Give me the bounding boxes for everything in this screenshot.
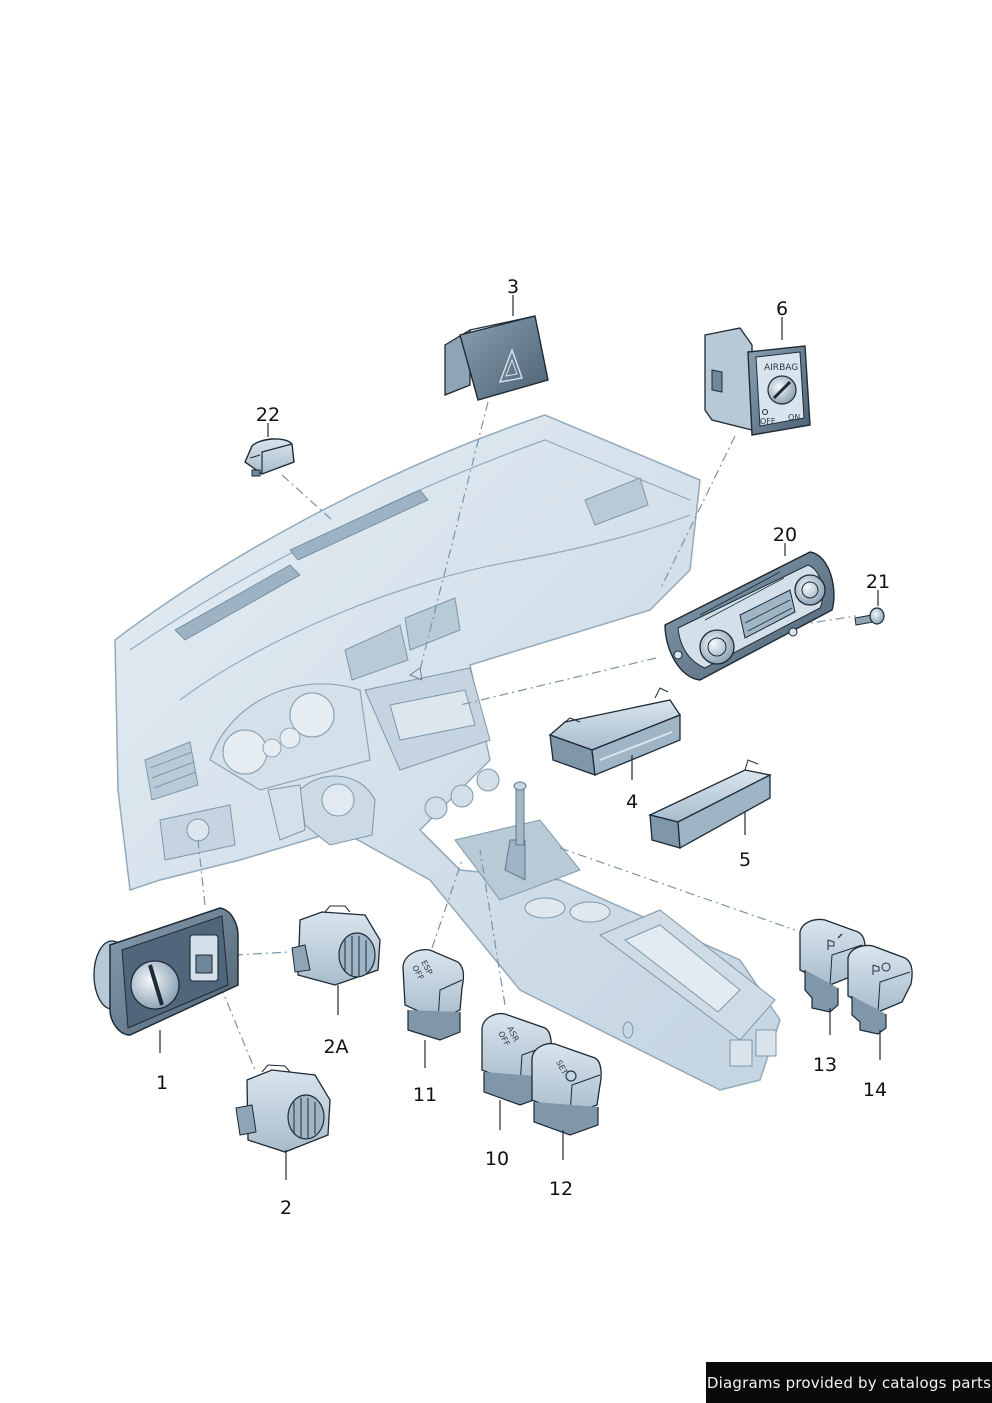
part-3-hazard-switch	[444, 315, 549, 401]
callout-14: 14	[863, 1079, 887, 1101]
callout-6: 6	[776, 298, 788, 320]
callout-20: 20	[773, 524, 797, 546]
callout-3: 3	[507, 276, 519, 298]
dashboard-illustration	[114, 414, 781, 1091]
leader-lines	[197, 401, 857, 1071]
callout-12: 12	[549, 1178, 573, 1200]
airbag-label: AIRBAG	[764, 363, 798, 373]
part-1-light-switch	[93, 907, 239, 1036]
callout-13: 13	[813, 1054, 837, 1076]
part-2-switch	[235, 1064, 331, 1153]
part-2a-switch	[291, 905, 381, 986]
credit-banner: Diagrams provided by catalogs parts	[706, 1362, 992, 1403]
callout-22: 22	[256, 404, 280, 426]
callout-2a: 2A	[323, 1036, 348, 1058]
part-22-switch	[244, 438, 295, 477]
part-6-airbag-switch: AIRBAG OFF ON	[704, 327, 811, 436]
callout-5: 5	[739, 849, 751, 871]
part-20-climate-control	[664, 551, 835, 681]
airbag-off-label: OFF	[760, 417, 776, 426]
part-5-switch-strip	[648, 759, 772, 850]
callout-10: 10	[485, 1148, 509, 1170]
part-numbers: 22 3 6 20 21 4 5 1 2A 2 11 10 12 13 14	[156, 276, 890, 1219]
callout-1: 1	[156, 1072, 168, 1094]
part-21-screw	[854, 607, 885, 626]
callout-11: 11	[413, 1084, 437, 1106]
part-14-button	[847, 944, 913, 1035]
part-11-esp-off-button: ESP OFF	[402, 949, 465, 1041]
part-4-switch-strip	[548, 687, 681, 776]
part-12-set-button: SET	[531, 1042, 602, 1136]
callout-2: 2	[280, 1197, 292, 1219]
airbag-on-label: ON	[788, 413, 800, 422]
callout-ticks	[159, 295, 881, 1180]
callout-21: 21	[866, 571, 890, 593]
callout-4: 4	[626, 791, 638, 813]
